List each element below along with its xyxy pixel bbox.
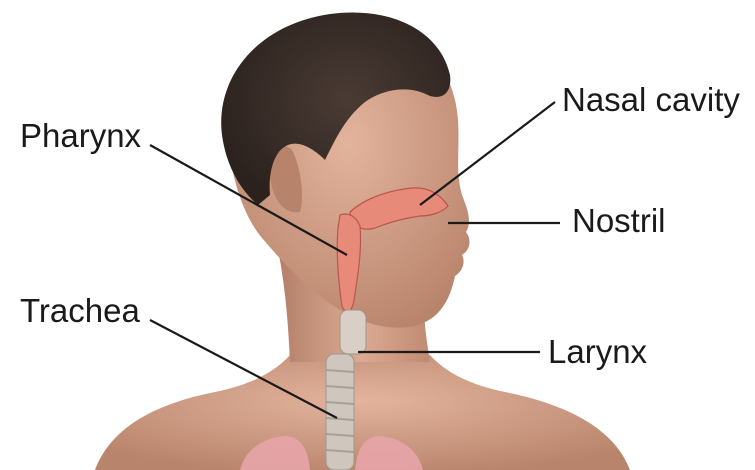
nostril-label: Nostril xyxy=(572,202,666,239)
pharynx-label: Pharynx xyxy=(20,117,142,154)
larynx-shape xyxy=(340,310,366,354)
trachea-label: Trachea xyxy=(20,292,140,329)
larynx-label: Larynx xyxy=(548,333,648,370)
trachea-shape xyxy=(326,354,354,470)
nasal-cavity-label: Nasal cavity xyxy=(562,81,740,118)
